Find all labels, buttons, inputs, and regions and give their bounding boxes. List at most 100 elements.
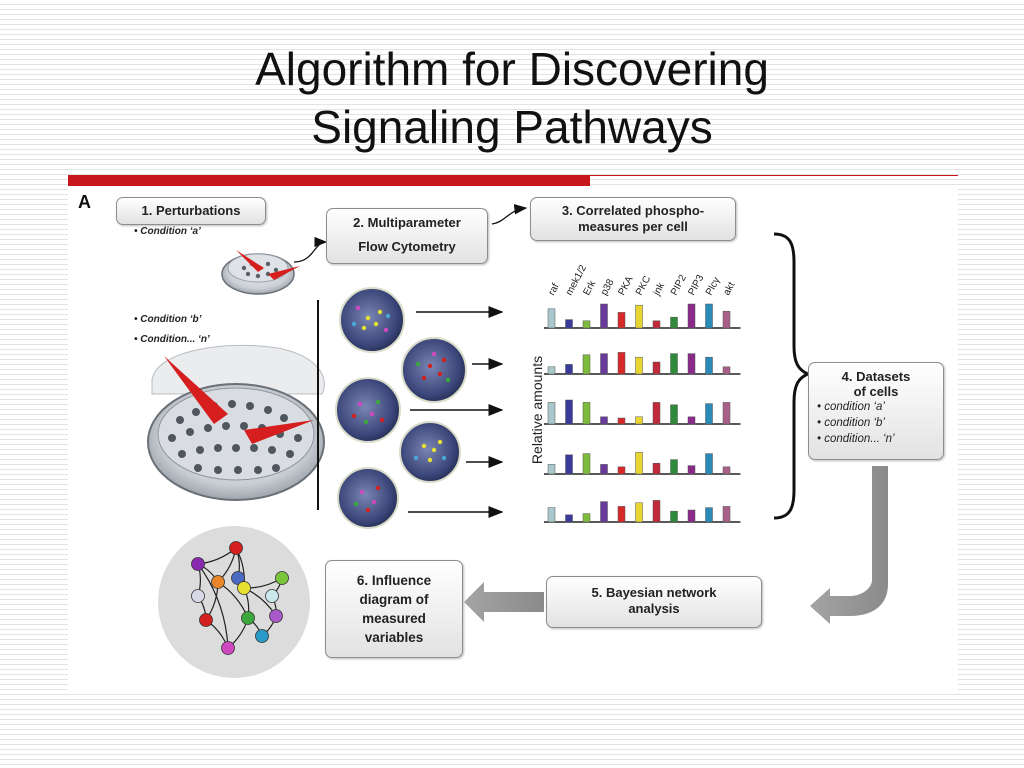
bar-PKA (617, 312, 626, 329)
bar-mek1/2 (565, 364, 573, 375)
bar-row (544, 500, 741, 523)
bar-raf (547, 464, 556, 475)
network-edge (197, 563, 229, 649)
bar-akt (722, 466, 731, 475)
bar-jnk (652, 462, 661, 475)
y-axis-label: Relative amounts (529, 356, 545, 464)
bar-PKC (635, 502, 643, 523)
network-node (191, 557, 205, 571)
bar-mek1/2 (565, 514, 573, 523)
bar-PIP3 (687, 416, 696, 425)
bar-PKC (635, 416, 643, 425)
bar-PIP2 (670, 404, 678, 425)
network-node (231, 571, 245, 585)
bar-akt (722, 310, 731, 329)
variable-label: PKA (616, 274, 635, 297)
bar-Plcγ (705, 507, 713, 523)
step-5-line-1: 5. Bayesian network (591, 585, 717, 600)
step-3-correlated-measures-box: 3. Correlated phospho- measures per cell (530, 197, 736, 241)
bar-Plcγ (705, 403, 713, 425)
step-3-line-1: 3. Correlated phospho- (561, 203, 705, 218)
slide-title-line-1: Algorithm for Discovering (255, 43, 769, 95)
step-5-bayesian-analysis-box: 5. Bayesian network analysis (546, 576, 762, 628)
condition-a-label: • Condition ‘a’ (134, 226, 201, 237)
bar-p38 (600, 464, 608, 475)
step-6-line-4: variables (364, 630, 424, 645)
network-node (255, 629, 269, 643)
bar-raf (547, 402, 556, 425)
bar-jnk (652, 500, 661, 523)
variable-label: PIP3 (686, 273, 706, 298)
condition-n-label: • Condition... ‘n’ (134, 334, 210, 345)
bar-PKA (617, 466, 626, 475)
step-1-perturbations-box: 1. Perturbations (116, 197, 266, 225)
network-node (269, 609, 283, 623)
variable-label: jnk (651, 280, 668, 298)
variable-label: akt (721, 280, 737, 297)
bar-row (544, 352, 741, 375)
bar-PIP2 (670, 459, 678, 475)
variable-label: PIP2 (669, 273, 689, 298)
bar-jnk (652, 320, 661, 329)
step-2-flow-cytometry-box: 2. Multiparameter Flow Cytometry (326, 208, 488, 264)
network-node (211, 575, 225, 589)
cell-icon (335, 377, 401, 443)
condition-b-label: • Condition ‘b’ (134, 314, 202, 325)
step-5-line-2: analysis (628, 601, 680, 616)
network-node (265, 589, 279, 603)
bar-PKA (617, 417, 626, 425)
bar-row (544, 303, 741, 329)
bar-p38 (600, 501, 608, 523)
step-6-line-1: 6. Influence (356, 573, 432, 588)
bar-p38 (600, 416, 608, 425)
bar-mek1/2 (565, 399, 573, 425)
bar-Plcγ (705, 356, 713, 375)
bar-mek1/2 (565, 319, 573, 329)
bar-Plcγ (705, 453, 713, 475)
step-4-datasets-box: 4. Datasets of cells • condition ‘a’ • c… (808, 362, 944, 460)
cell-icon (339, 287, 405, 353)
bar-Erk (582, 320, 591, 329)
slide-title-line-2: Signaling Pathways (311, 101, 713, 153)
bar-akt (722, 506, 731, 523)
small-petri-dish-icon (221, 250, 300, 295)
slide-title: Algorithm for Discovering Signaling Path… (0, 40, 1024, 156)
step-4-condition-a: • condition ‘a’ (817, 401, 885, 413)
bar-akt (722, 366, 731, 375)
gray-arrow (464, 582, 544, 622)
step-4-condition-n: • condition... ‘n’ (817, 433, 895, 445)
variable-label: Erk (581, 278, 598, 297)
step-1-label: 1. Perturbations (141, 203, 241, 218)
bar-Plcγ (705, 303, 713, 329)
bar-p38 (600, 353, 608, 375)
connector-arrow (491, 204, 528, 225)
bar-row (544, 452, 741, 475)
bar-jnk (652, 402, 661, 425)
brace (773, 232, 813, 520)
step-6-influence-diagram-box: 6. Influence diagram of measured variabl… (325, 560, 463, 658)
bar-PIP2 (670, 316, 678, 329)
cell-icons (335, 287, 467, 529)
cell-icon (337, 467, 399, 529)
large-petri-dish-icon (147, 344, 325, 501)
bar-Erk (582, 513, 591, 523)
step-6-line-2: diagram of (359, 592, 429, 607)
panel-label: A (78, 192, 91, 212)
bar-raf (547, 507, 556, 523)
step-2-line-2: Flow Cytometry (358, 239, 456, 254)
step-6-line-3: measured (362, 611, 426, 626)
bar-p38 (600, 303, 608, 329)
network-node (237, 581, 251, 595)
bar-Erk (582, 354, 591, 375)
bar-row (544, 399, 741, 425)
bar-PIP2 (670, 353, 678, 375)
cell-icon (401, 337, 467, 403)
step-4-line-2: of cells (853, 384, 899, 399)
network-node (229, 541, 243, 555)
variable-label: p38 (599, 277, 617, 297)
bar-jnk (652, 361, 661, 375)
bar-PIP3 (687, 465, 696, 475)
network-node (241, 611, 255, 625)
step-2-line-1: 2. Multiparameter (353, 215, 461, 230)
